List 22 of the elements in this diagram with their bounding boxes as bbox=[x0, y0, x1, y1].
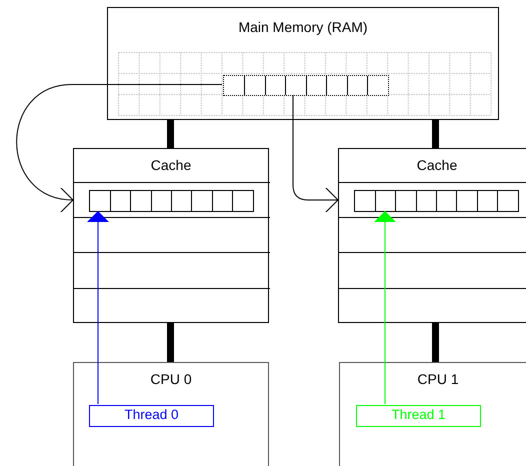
box-title: Cache bbox=[150, 157, 192, 173]
arrow bbox=[87, 210, 109, 404]
bus-line bbox=[432, 120, 439, 148]
box-title: Main Memory (RAM) bbox=[237, 19, 369, 35]
memory-box bbox=[107, 7, 499, 120]
cache-box bbox=[338, 148, 526, 323]
bus-line bbox=[432, 323, 439, 362]
arrow bbox=[16, 84, 222, 213]
thread-label: Thread 0 bbox=[123, 407, 180, 422]
cache-box bbox=[73, 148, 269, 323]
box-title: CPU 1 bbox=[416, 371, 460, 387]
thread-label: Thread 1 bbox=[390, 407, 447, 422]
arrow bbox=[374, 210, 396, 404]
bus-line bbox=[167, 120, 174, 148]
thread-box bbox=[89, 405, 214, 427]
box-title: CPU 0 bbox=[149, 371, 193, 387]
bus-line bbox=[167, 323, 174, 362]
cpu-box bbox=[339, 362, 526, 466]
arrow bbox=[292, 94, 338, 214]
box-title: Cache bbox=[416, 157, 458, 173]
cpu-box bbox=[73, 362, 269, 466]
thread-box bbox=[356, 405, 481, 427]
